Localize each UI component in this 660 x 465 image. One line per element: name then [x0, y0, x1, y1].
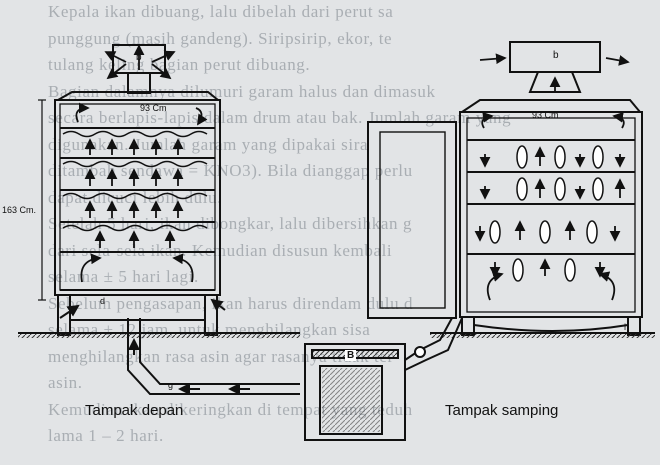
background-text-line: Kepala ikan dibuang, lalu dibelah dari p…: [48, 2, 394, 21]
front-chimney-neck: [127, 72, 151, 94]
background-text-line: lama 1 – 2 hari.: [48, 426, 164, 445]
label-width-front: 93 Cm: [140, 103, 167, 113]
ground-and-stove: [18, 298, 655, 441]
height-dimension: [38, 99, 46, 301]
background-text-line: Sebelum pengasapan, ikan harus direndam …: [48, 293, 414, 313]
label-pipe: g: [168, 380, 174, 390]
label-cabinet-letter: h: [624, 322, 630, 332]
side-airflow-arrows: [474, 53, 630, 301]
smoke-pipe-side: [404, 317, 453, 361]
smoke-stove: [304, 343, 406, 441]
background-text-line: digunakan. Jumlah garam yang dipakai sir…: [48, 134, 369, 154]
front-view-cabinet: [54, 44, 221, 336]
smoke-pipe-front: [139, 318, 300, 385]
label-width-side: 93 Cm: [532, 110, 559, 120]
side-hanging-fish: [489, 145, 604, 282]
label-front-door: d: [100, 296, 106, 306]
side-chimney-box: [509, 41, 601, 73]
side-door-panel: [367, 121, 457, 319]
background-text-line: Setelah 5 hari, ikan dibongkar, lalu dib…: [48, 214, 413, 233]
background-text-line: Bagian dalamnya dilumuri garam halus dan…: [48, 81, 436, 101]
label-chimney-side: b: [553, 50, 559, 61]
background-text-line: asin.: [48, 373, 83, 392]
side-roof: [461, 99, 641, 113]
background-text-line: punggung (masih gandeng). Siripsirip, ek…: [48, 28, 393, 48]
label-height: 163 Cm.: [2, 205, 37, 215]
front-fish-rows: [62, 130, 208, 232]
side-cabinet-frame: [459, 111, 643, 318]
label-chimney-front: b: [136, 52, 142, 63]
front-roof: [57, 91, 219, 101]
label-stove: B: [345, 350, 357, 361]
background-text-line: Kemudian ikan dikeringkan di tempat yang…: [48, 399, 413, 419]
front-airflow-arrows: [75, 44, 208, 283]
front-cabinet-frame: [54, 99, 221, 296]
front-leg-right: [204, 294, 218, 336]
caption-front-view: Tampak depan: [85, 402, 184, 419]
background-text-line: selama ± 5 hari lagi.: [48, 267, 199, 286]
caption-side-view: Tampak samping: [445, 402, 559, 419]
